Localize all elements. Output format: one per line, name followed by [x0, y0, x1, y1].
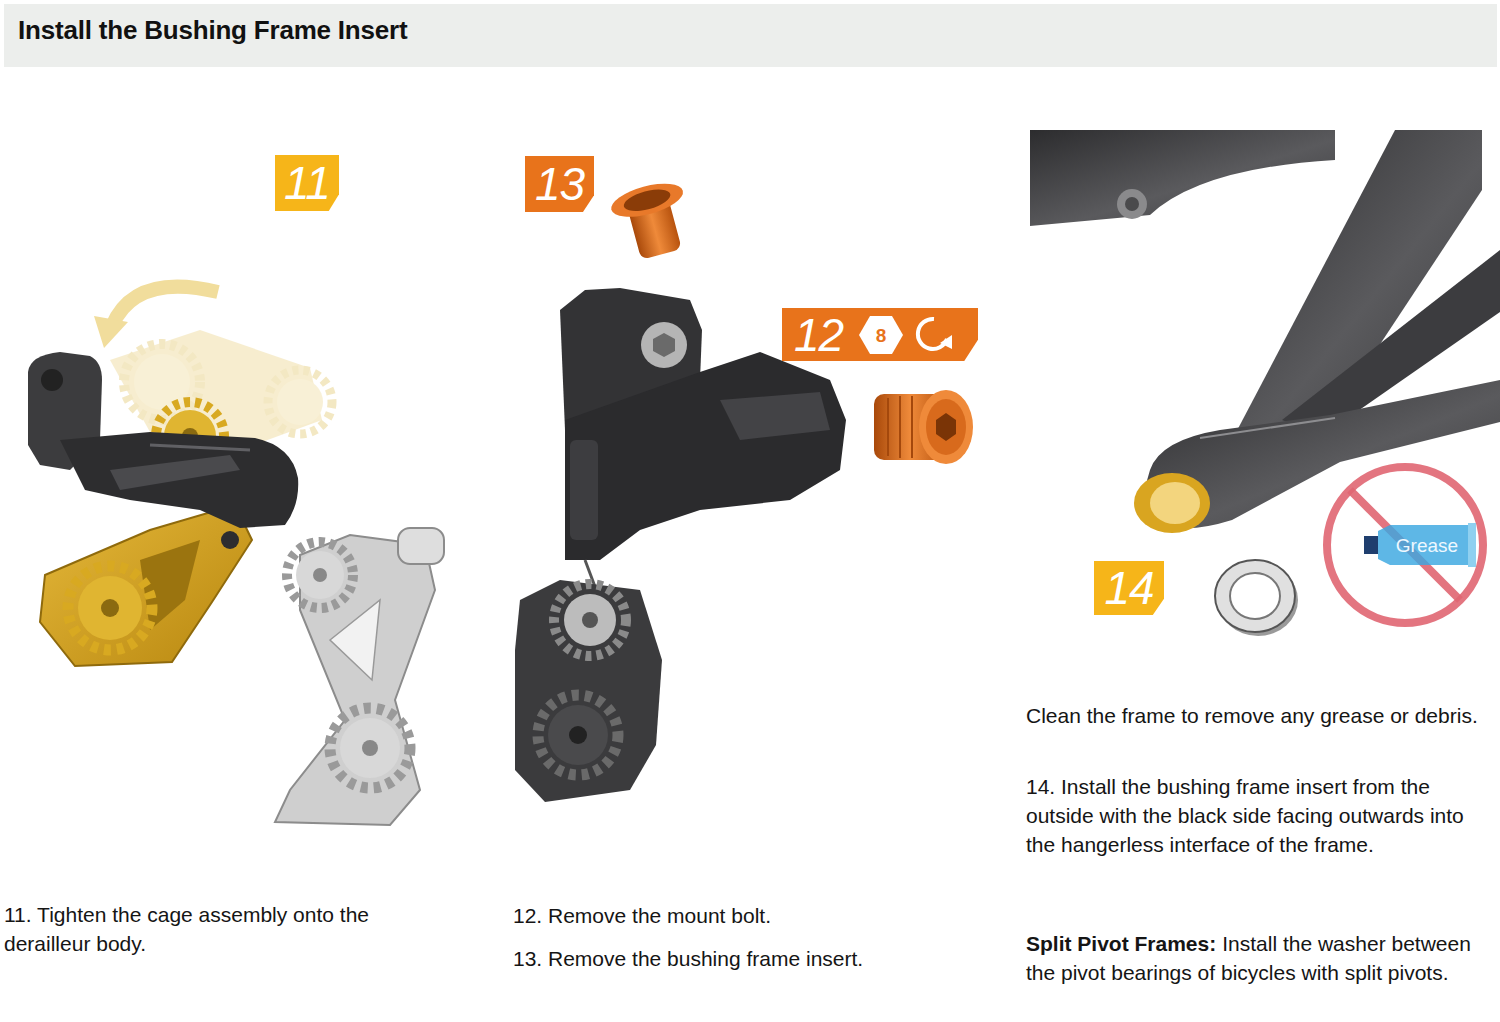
instruction-text: Clean the frame to remove any grease or …	[1026, 701, 1496, 730]
mount-bolt	[874, 390, 973, 464]
note-heading: Split Pivot Frames:	[1026, 932, 1216, 955]
washer	[1215, 560, 1298, 636]
callout-number: 13	[535, 161, 584, 207]
callout-number: 14	[1104, 565, 1153, 611]
bushing-insert-gold	[1134, 473, 1210, 533]
instruction-text: Split Pivot Frames:Install the washer be…	[1026, 929, 1496, 987]
title-band	[4, 4, 1497, 67]
rotation-arrowhead	[94, 316, 128, 348]
derailleur-cage	[515, 580, 662, 802]
hex-key-size: 8	[858, 315, 904, 355]
derailleur-body	[560, 288, 846, 600]
instruction-text: 13. Remove the bushing frame insert.	[513, 944, 963, 973]
derailleur-body	[28, 352, 298, 549]
callout-number: 12	[794, 312, 843, 358]
title-text: Install the Bushing Frame Insert	[18, 15, 407, 46]
step-band: 12 8	[782, 308, 978, 361]
instruction-line: 12. Remove the mount bolt.	[513, 904, 771, 927]
callout-number: 11	[284, 160, 330, 206]
instruction-line: 14. Install the bushing frame insert fro…	[1026, 775, 1464, 856]
grease-tube: Grease	[1364, 523, 1476, 567]
instruction-line: 13. Remove the bushing frame insert.	[513, 947, 863, 970]
step-badge: 11	[275, 155, 339, 211]
rotation-arrow	[112, 287, 218, 326]
tighten-loosen-icon	[910, 313, 954, 357]
instruction-text: 11. Tighten the cage assembly onto the d…	[4, 900, 434, 958]
bushing-insert-orange	[608, 177, 698, 264]
grey-cage	[275, 528, 444, 825]
instruction-text: 14. Install the bushing frame insert fro…	[1026, 772, 1496, 859]
step-badge: 14	[1094, 561, 1164, 615]
no-grease-sign	[1327, 467, 1483, 623]
callout-number: 8	[876, 326, 887, 345]
instruction-line: 11. Tighten the cage assembly onto the d…	[4, 903, 369, 955]
instruction-text: 12. Remove the mount bolt.	[513, 901, 963, 930]
instruction-line: Clean the frame to remove any grease or …	[1026, 704, 1478, 727]
step-badge: 13	[525, 156, 594, 212]
callout-number: Grease	[1382, 536, 1458, 555]
